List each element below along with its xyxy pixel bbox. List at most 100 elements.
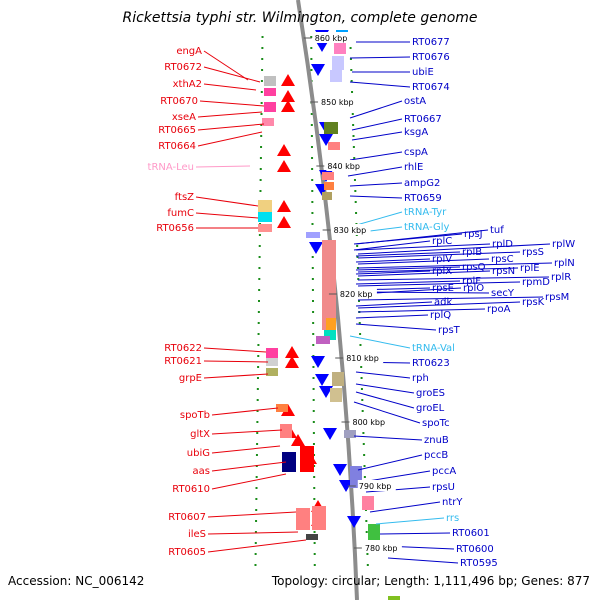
leader-line xyxy=(355,266,461,271)
leader-line xyxy=(203,66,261,83)
blue-arrow xyxy=(347,516,361,528)
track-dot xyxy=(256,399,259,401)
track-dot xyxy=(313,487,316,489)
right-gene-label: ntrY xyxy=(442,497,463,508)
track-dot xyxy=(311,289,314,291)
leader-line xyxy=(369,501,441,513)
leader-line xyxy=(357,301,521,309)
track-dot xyxy=(258,256,261,258)
track-dot xyxy=(311,179,314,181)
left-gene-label: fumC xyxy=(167,208,194,219)
leader-line xyxy=(357,267,519,273)
track-dot xyxy=(258,278,261,280)
right-gene-label: rpsN xyxy=(492,266,515,277)
gene-block xyxy=(326,318,336,330)
leader-line xyxy=(349,151,403,161)
scale-label-bg xyxy=(326,160,365,171)
red-arrow xyxy=(277,144,291,156)
track-dot xyxy=(354,201,357,203)
gene-block xyxy=(266,348,278,358)
right-gene-label: RT0600 xyxy=(456,544,494,555)
track-dot xyxy=(349,58,352,60)
track-dot xyxy=(353,179,356,181)
gene-block xyxy=(306,232,320,238)
scale-label: 830 kbp xyxy=(334,226,367,235)
leader-line xyxy=(357,251,521,259)
track-dot xyxy=(352,124,355,126)
track-dot xyxy=(356,256,359,258)
track-dot xyxy=(310,58,313,60)
track-dot xyxy=(260,80,263,82)
scale-label-bg xyxy=(351,416,390,427)
leader-line xyxy=(355,301,433,307)
left-gene-label: RT0656 xyxy=(156,223,194,234)
track-dot xyxy=(258,245,261,247)
track-dot xyxy=(312,333,315,335)
gene-block xyxy=(312,506,326,530)
gene-block xyxy=(322,240,336,330)
track-dot xyxy=(255,487,258,489)
leader-line xyxy=(357,276,550,281)
track-dot xyxy=(256,421,259,423)
leader-line xyxy=(347,166,403,177)
right-gene-label: rpsJ xyxy=(464,229,483,240)
leader-line xyxy=(207,511,297,518)
track-dot xyxy=(312,388,315,390)
right-gene-label: rpsE xyxy=(432,283,454,294)
left-gene-label: RT0672 xyxy=(164,62,202,73)
track-dot xyxy=(312,311,315,313)
track-dot xyxy=(311,223,314,225)
blue-arrow xyxy=(309,242,323,254)
track-dot xyxy=(310,146,313,148)
leader-line xyxy=(195,196,259,207)
gene-block xyxy=(344,430,356,438)
left-gene-label: RT0664 xyxy=(158,141,196,152)
track-dot xyxy=(260,102,263,104)
gene-block xyxy=(266,368,278,376)
right-gene-label: rrs xyxy=(446,513,459,524)
leader-line xyxy=(207,531,299,535)
red-arrow xyxy=(291,434,305,446)
leader-line xyxy=(211,429,283,435)
track-dot xyxy=(362,443,365,445)
right-gene-label: RT0659 xyxy=(404,193,442,204)
red-arrow xyxy=(277,200,291,212)
track-dot xyxy=(313,476,316,478)
track-dot xyxy=(255,498,258,500)
leader-line xyxy=(357,270,491,277)
track-dot xyxy=(259,168,262,170)
track-dot xyxy=(313,553,316,555)
left-gene-label: ileS xyxy=(188,529,206,540)
left-gene-label: spoTb xyxy=(180,410,210,421)
track-dot xyxy=(256,410,259,412)
gene-block xyxy=(324,330,336,340)
left-gene-label: ubiG xyxy=(187,448,210,459)
right-gene-label: rplO xyxy=(463,283,484,294)
leader-line xyxy=(379,532,451,535)
track-dot xyxy=(366,553,369,555)
scale-label-bg xyxy=(357,480,396,491)
track-dot xyxy=(312,300,314,302)
track-dot xyxy=(257,333,260,335)
gene-block xyxy=(258,224,272,232)
track-dot xyxy=(311,212,314,214)
track-dot xyxy=(312,410,315,412)
label-leaders xyxy=(195,41,553,564)
leader-line xyxy=(349,56,411,59)
gene-block xyxy=(296,508,310,530)
track-dot xyxy=(311,201,314,203)
scale-label: 850 kbp xyxy=(321,98,354,107)
left-gene-label: gltX xyxy=(190,429,210,440)
track-dot xyxy=(358,322,361,324)
scale-label-bg xyxy=(332,224,371,235)
red-arrow xyxy=(281,100,295,112)
track-dot xyxy=(360,388,363,390)
track-dot xyxy=(312,366,315,368)
track-dot xyxy=(360,377,363,379)
right-gene-label: rpsT xyxy=(438,325,461,336)
red-arrow xyxy=(281,90,295,102)
track-dot xyxy=(311,157,314,159)
track-dot xyxy=(310,69,313,71)
blue-arrow xyxy=(339,480,353,492)
blue-arrow xyxy=(333,464,347,476)
